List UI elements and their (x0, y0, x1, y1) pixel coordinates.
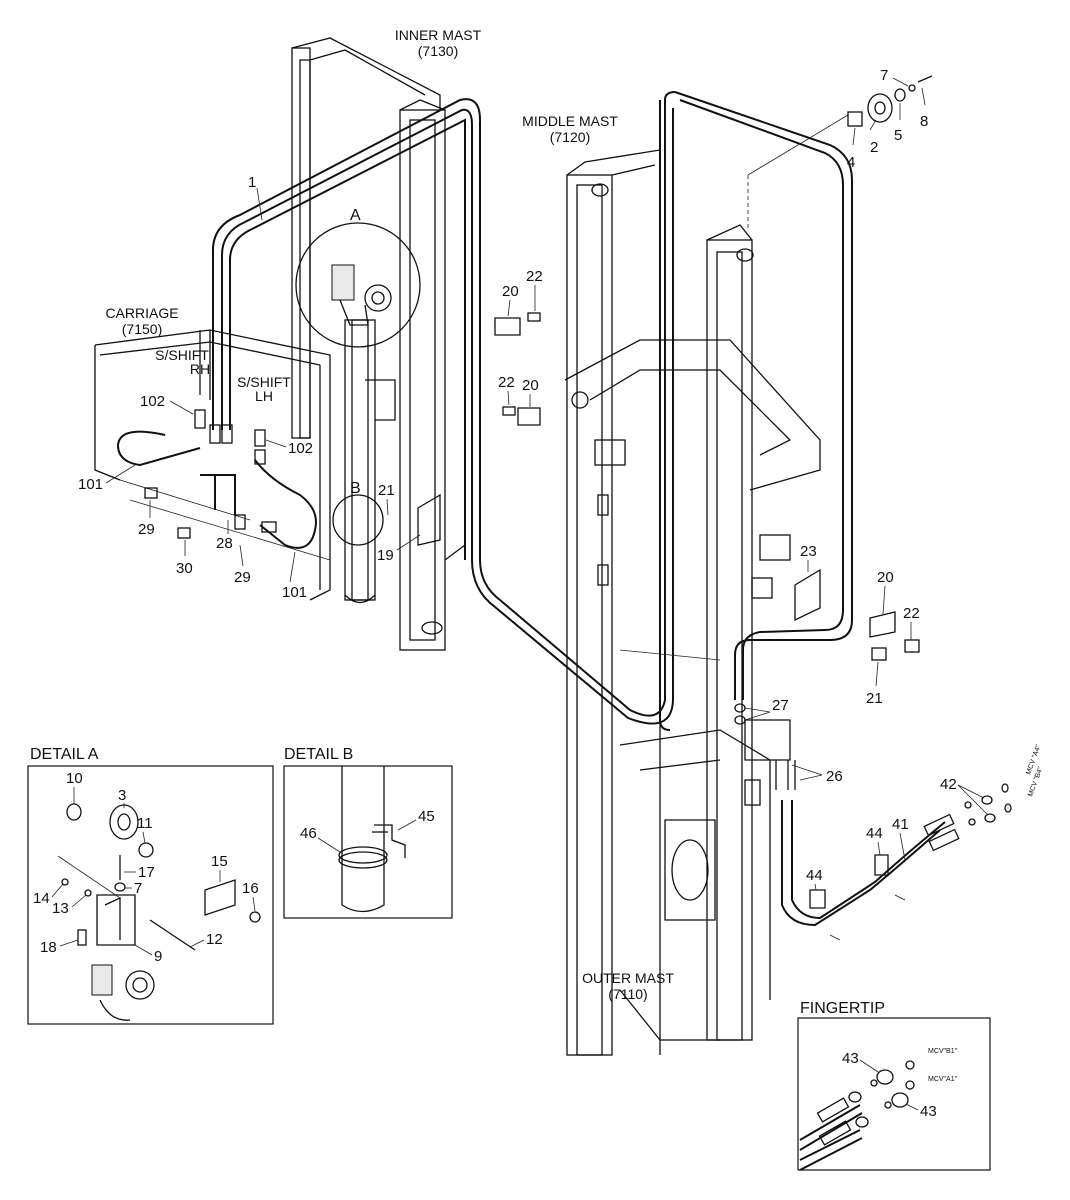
detail-a-panel: DETAIL A 10 3 11 17 7 14 13 15 (27, 746, 274, 1025)
callout-d12: 12 (206, 931, 223, 948)
carriage-name: CARRIAGE (105, 305, 178, 321)
middle-mast-name: MIDDLE MAST (522, 113, 618, 129)
callout-102a: 102 (140, 393, 165, 410)
callout-41: 41 (892, 816, 909, 833)
circle-b: B (332, 480, 384, 546)
brackets (417, 312, 920, 661)
outer-mast-name: OUTER MAST (582, 970, 674, 986)
callout-19: 19 (377, 547, 394, 564)
callout-d16: 16 (242, 880, 259, 897)
callout-d7: 7 (134, 880, 142, 897)
callout-28: 28 (216, 535, 233, 552)
fittings-carriage (144, 409, 277, 539)
middle-mast (564, 149, 821, 1056)
callout-d17: 17 (138, 864, 155, 881)
callout-44a: 44 (866, 825, 883, 842)
mcv-labels: MCV "A4" MCV "B4" (1025, 744, 1044, 798)
detail-b-title: DETAIL B (284, 746, 353, 763)
callout-22c: 22 (903, 605, 920, 622)
inner-mast-code: (7130) (418, 43, 458, 59)
callout-d3: 3 (118, 787, 126, 804)
lift-cylinder (344, 319, 396, 604)
callout-1: 1 (248, 174, 256, 191)
callout-101b: 101 (282, 584, 307, 601)
sshift-rh-line1: S/SHIFT (155, 347, 209, 363)
top-right-parts (847, 75, 933, 127)
callout-23: 23 (800, 543, 817, 560)
callout-5: 5 (894, 127, 902, 144)
side-shift-hoses (116, 430, 317, 549)
callout-f43a: 43 (842, 1050, 859, 1067)
callouts-main: 1 2 4 5 7 8 20 22 22 20 102 102 101 101 … (78, 67, 989, 891)
callout-d18: 18 (40, 939, 57, 956)
circle-a: A (295, 207, 421, 348)
carriage-code: (7150) (122, 321, 162, 337)
callout-42: 42 (940, 776, 957, 793)
callout-27: 27 (772, 697, 789, 714)
callout-8: 8 (920, 113, 928, 130)
callout-20c: 20 (877, 569, 894, 586)
callout-101a: 101 (78, 476, 103, 493)
callout-d15: 15 (211, 853, 228, 870)
parts-42-44 (809, 783, 1012, 909)
callout-4: 4 (847, 154, 855, 171)
callout-20a: 20 (502, 283, 519, 300)
callout-d11: 11 (137, 815, 153, 832)
circle-b-label: B (350, 480, 361, 497)
parts-26-27 (734, 703, 796, 790)
callout-30: 30 (176, 560, 193, 577)
sshift-lh-line1: S/SHIFT (237, 374, 291, 390)
sshift-lh-line2: LH (255, 388, 273, 404)
callout-d13: 13 (52, 900, 69, 917)
callout-29b: 29 (234, 569, 251, 586)
detail-a-title: DETAIL A (30, 746, 99, 763)
callout-7: 7 (880, 67, 888, 84)
fingertip-title: FINGERTIP (800, 1000, 885, 1017)
lower-hoses (781, 800, 960, 941)
carriage (94, 329, 331, 601)
hose-loop-inner (212, 91, 676, 725)
fingertip-panel: FINGERTIP MCV"B1" MCV"A1" 43 43 (797, 1000, 991, 1171)
outer-mast-code: (7110) (608, 986, 647, 1002)
callout-22a: 22 (526, 268, 543, 285)
callout-d14: 14 (33, 890, 50, 907)
inner-mast-name: INNER MAST (395, 27, 482, 43)
mcv-b1-label: MCV"B1" (928, 1048, 958, 1055)
callout-29a: 29 (138, 521, 155, 538)
callout-2: 2 (870, 139, 878, 156)
sshift-rh-line2: RH (190, 361, 210, 377)
callout-f43b: 43 (920, 1103, 937, 1120)
circle-a-label: A (350, 207, 361, 224)
detail-b-panel: DETAIL B 46 45 (283, 746, 453, 919)
callout-102b: 102 (288, 440, 313, 457)
callout-26: 26 (826, 768, 843, 785)
hose-loop-middle (659, 91, 853, 731)
callout-44b: 44 (806, 867, 823, 884)
callout-21a: 21 (378, 482, 395, 499)
mcv-a1-label: MCV"A1" (928, 1076, 958, 1083)
callout-22b: 22 (498, 374, 515, 391)
callout-d45: 45 (418, 808, 435, 825)
callout-d9: 9 (154, 948, 162, 965)
callout-d46: 46 (300, 825, 317, 842)
callout-d10: 10 (66, 770, 83, 787)
callout-20b: 20 (522, 377, 539, 394)
middle-mast-code: (7120) (550, 129, 590, 145)
callout-21b: 21 (866, 690, 883, 707)
